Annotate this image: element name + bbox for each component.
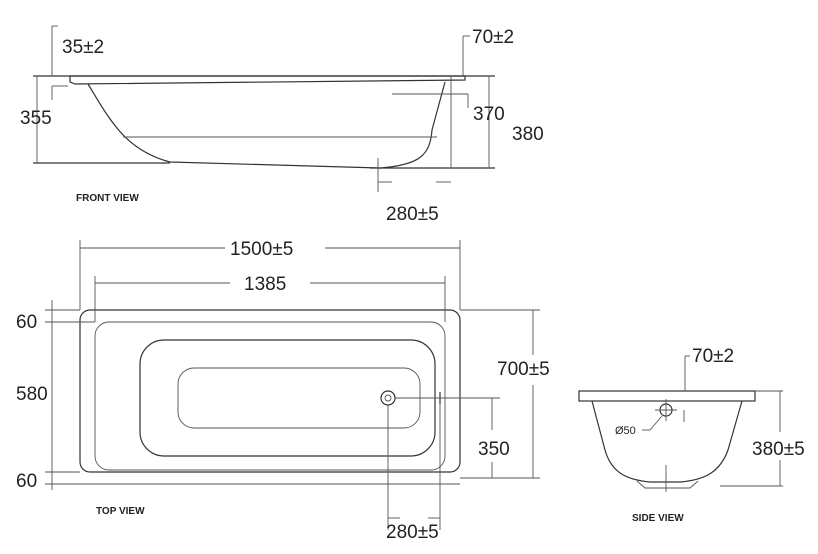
side-view: 70±2 Ø50 380±5 SIDE VIEW: [578, 346, 805, 524]
dim-drain-offset: 280±5: [386, 204, 439, 225]
dim-width: 700±5: [497, 359, 550, 380]
side-view-caption: SIDE VIEW: [632, 513, 684, 524]
dim-side-height: 380±5: [752, 439, 805, 460]
top-view: 1500±5 1385 60 580 60 700±5 350 280±5 TO…: [16, 239, 550, 543]
dim-length: 1500±5: [230, 239, 293, 260]
dim-overflow-diameter: Ø50: [615, 425, 636, 437]
dim-total-height: 380: [512, 124, 544, 145]
dim-side-rim: 70±2: [692, 346, 734, 367]
dim-rim-top: 60: [16, 312, 37, 333]
dim-left-height: 355: [20, 108, 52, 129]
dim-rim-left: 35±2: [62, 37, 104, 58]
dim-rim-right: 70±2: [472, 27, 514, 48]
top-view-caption: TOP VIEW: [96, 506, 145, 517]
dim-rim-bottom: 60: [16, 471, 37, 492]
dim-inner-width: 580: [16, 384, 48, 405]
dim-inner-length: 1385: [244, 274, 286, 295]
front-view-caption: FRONT VIEW: [76, 193, 139, 204]
dim-inner-height: 370: [473, 104, 505, 125]
front-view: 35±2 70±2 355 370 380 280±5 FRONT VIEW: [20, 25, 544, 225]
dim-drain-y: 350: [478, 439, 510, 460]
dim-drain-x: 280±5: [386, 522, 439, 543]
